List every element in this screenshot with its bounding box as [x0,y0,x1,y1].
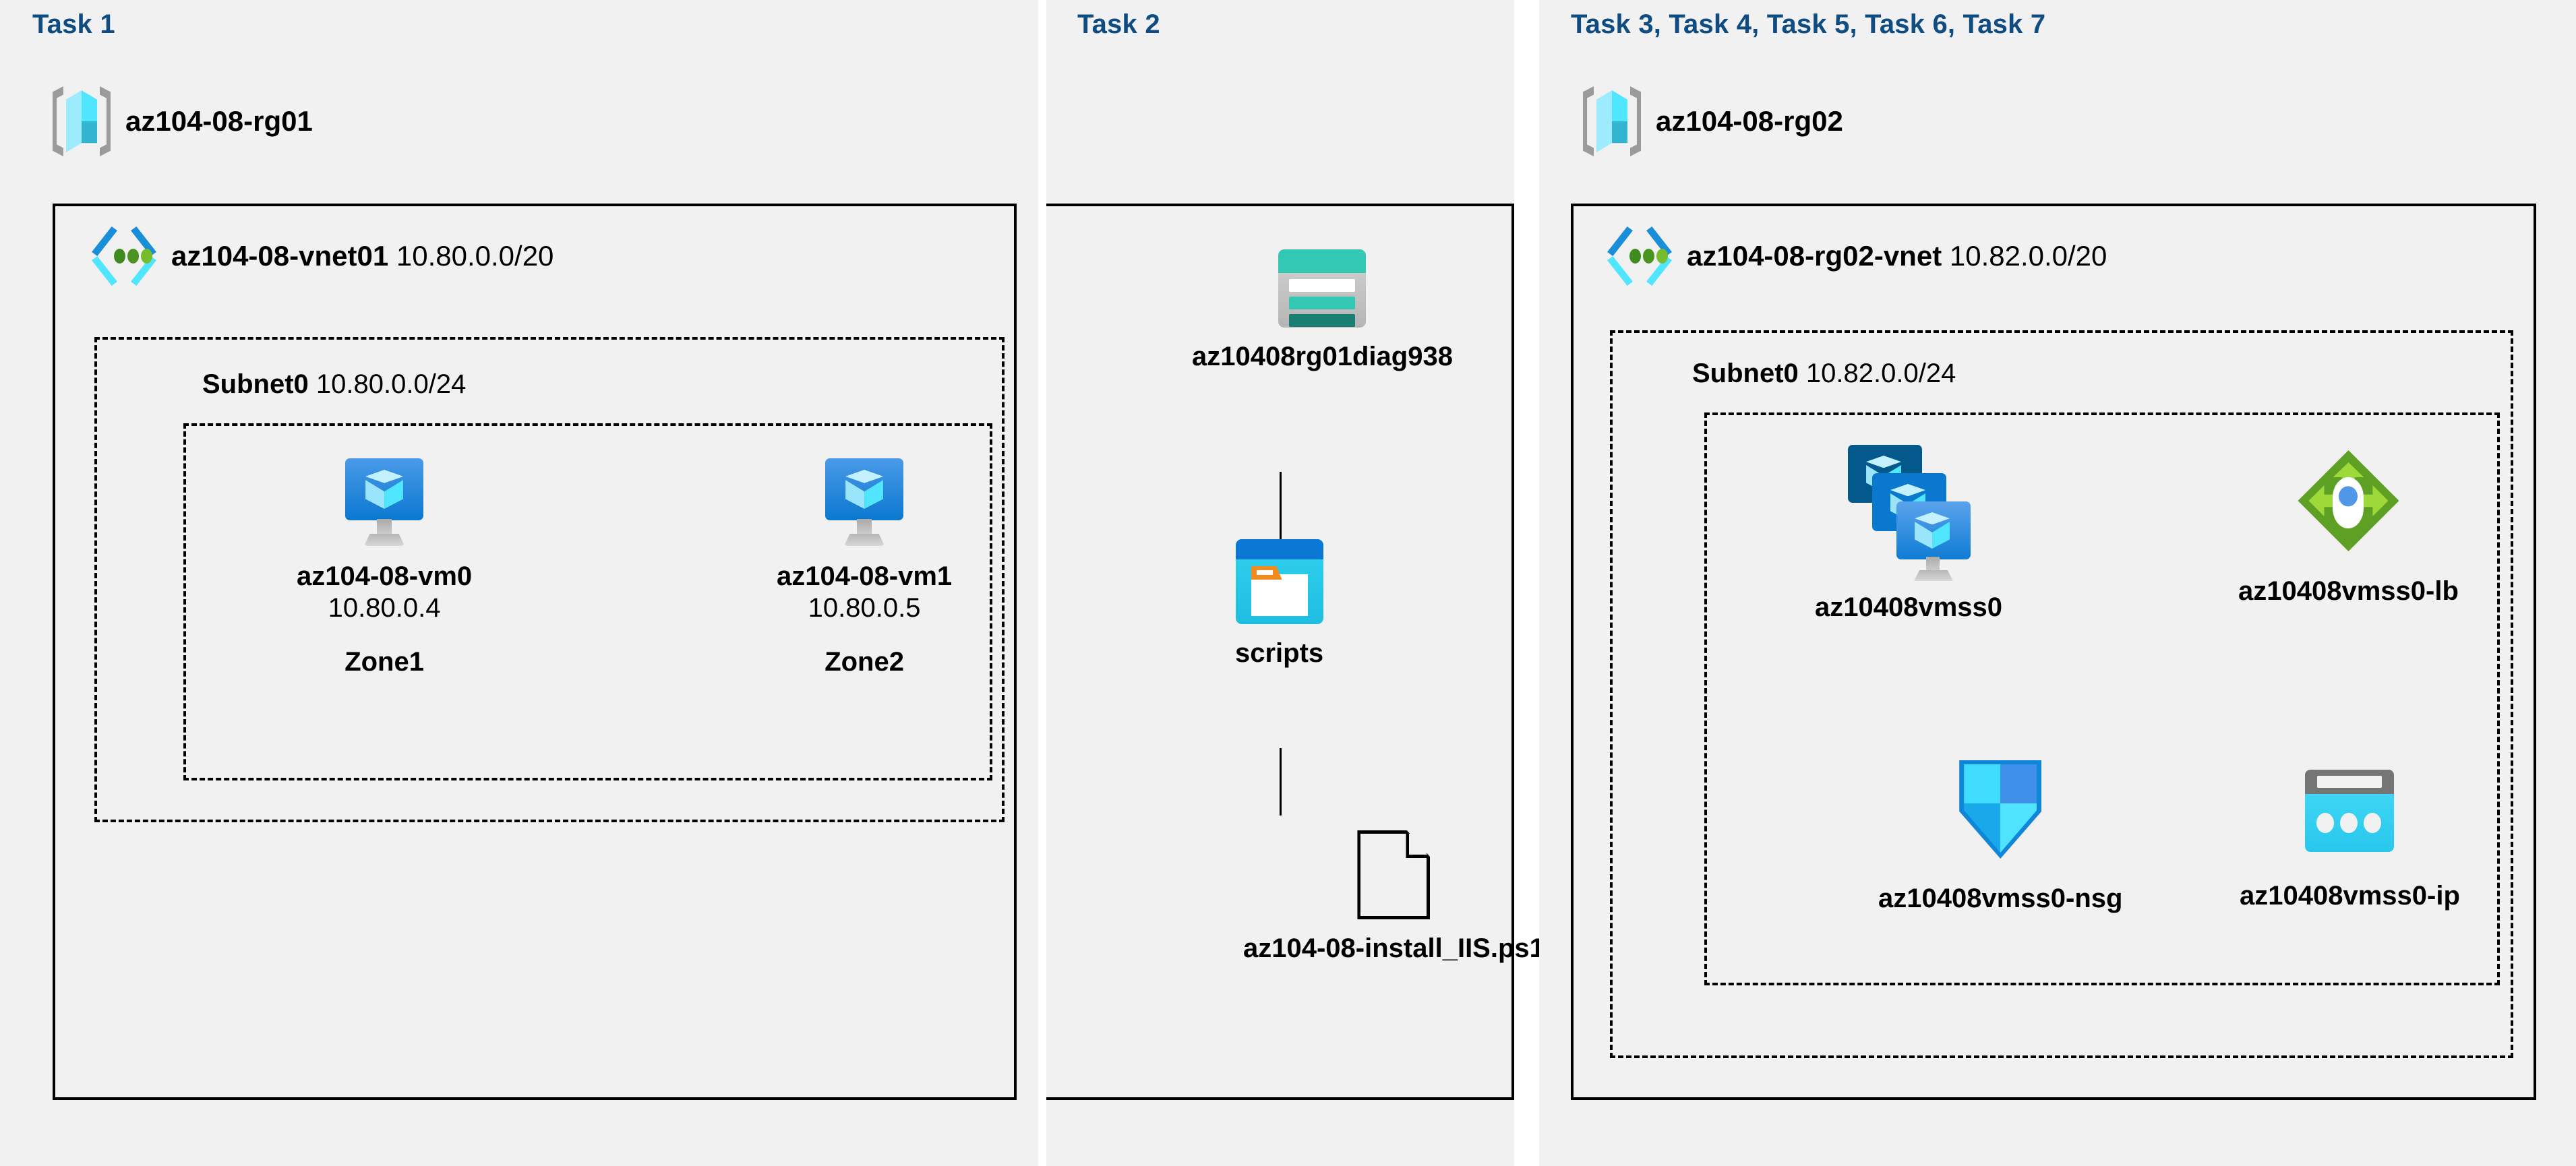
storage-account-name: az10408rg01diag938 [1192,342,1453,371]
task2-storage-account[interactable]: az10408rg01diag938 [1192,249,1453,373]
container-to-file-connector [1280,748,1282,816]
virtual-machine-icon [345,458,424,547]
task3-resources-box [1704,412,2500,985]
vm-ip: 10.80.0.5 [808,593,921,623]
task3-vnet-header: az104-08-rg02-vnet 10.82.0.0/20 [1607,226,2107,286]
virtual-machine-icon [825,458,904,547]
task2-script-file[interactable]: az104-08-install_IIS.ps1 [1243,830,1545,964]
vnet-name: az104-08-vnet01 [171,240,389,272]
virtual-network-icon [92,226,156,286]
task1-label: Task 1 [32,9,115,39]
task2-label: Task 2 [1077,9,1160,39]
task1-subnet-box [94,337,1005,822]
blob-container-icon [1235,539,1323,624]
task3-load-balancer[interactable]: az10408vmss0-lb [2238,450,2459,607]
task1-zone-box [183,423,992,780]
task2-blob-container[interactable]: scripts [1235,539,1323,669]
task3-vnet-box [1571,204,2536,1100]
resource-group-name: az104-08-rg01 [125,105,313,137]
subnet-name: Subnet0 [202,369,309,399]
resource-group-icon [1583,86,1641,156]
task1-vm0[interactable]: az104-08-vm0 10.80.0.4 Zone1 [297,458,472,677]
vnet-cidr: 10.82.0.0/20 [1949,240,2107,272]
task1-vnet-header: az104-08-vnet01 10.80.0.0/20 [92,226,553,286]
task1-subnet-title: Subnet0 10.80.0.0/24 [202,369,466,400]
vnet-name: az104-08-rg02-vnet [1687,240,1942,272]
subnet-name: Subnet0 [1692,359,1799,388]
resource-group-name: az104-08-rg02 [1656,105,1843,137]
task3-panel [1539,0,2576,1166]
task1-vm1[interactable]: az104-08-vm1 10.80.0.5 Zone2 [777,458,952,677]
vm-ip: 10.80.0.4 [328,593,441,623]
storage-account-icon [1278,249,1367,328]
public-ip-address-icon [2305,770,2395,852]
vm-name: az104-08-vm1 [777,561,953,591]
storage-to-container-connector [1280,472,1282,539]
task3-subnet-title: Subnet0 10.82.0.0/24 [1692,359,1956,389]
script-file-name: az104-08-install_IIS.ps1 [1243,933,1545,963]
task1-resource-group: az104-08-rg01 [53,86,313,156]
script-file-icon [1357,830,1431,919]
vm-zone: Zone2 [825,647,904,677]
task1-vnet-box [53,204,1017,1100]
vmss-name: az10408vmss0 [1815,592,2003,622]
task3-resource-group: az104-08-rg02 [1583,86,1843,156]
public-ip-name: az10408vmss0-ip [2240,881,2460,911]
network-security-group-icon [1959,760,2042,859]
task3-public-ip[interactable]: az10408vmss0-ip [2240,770,2460,912]
task2-container-box [1046,204,1514,1100]
load-balancer-name: az10408vmss0-lb [2238,576,2459,606]
load-balancer-icon [2298,450,2399,551]
task1-panel [0,0,1038,1166]
vnet-cidr: 10.80.0.0/20 [396,240,554,272]
vm-scale-set-icon [1848,445,1971,581]
task3-subnet-box [1610,330,2513,1058]
subnet-cidr: 10.82.0.0/24 [1805,359,1956,388]
task3-label: Task 3, Task 4, Task 5, Task 6, Task 7 [1571,9,2046,39]
vm-name: az104-08-vm0 [297,561,473,591]
resource-group-icon [53,86,111,156]
task3-nsg[interactable]: az10408vmss0-nsg [1878,760,2122,915]
blob-container-name: scripts [1235,638,1324,668]
task3-vmss[interactable]: az10408vmss0 [1815,445,2002,623]
subnet-cidr: 10.80.0.0/24 [316,369,467,399]
virtual-network-icon [1607,226,1672,286]
vm-zone: Zone1 [345,647,424,677]
nsg-name: az10408vmss0-nsg [1878,884,2123,913]
